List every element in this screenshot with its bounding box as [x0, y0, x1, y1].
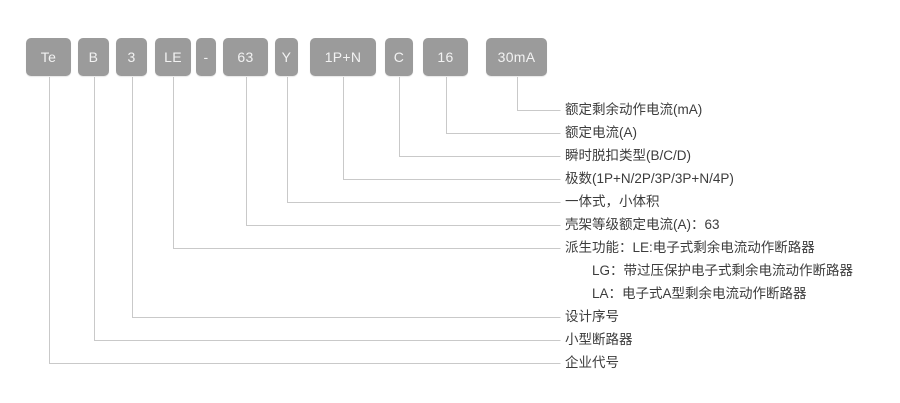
- label-rated-current-label: 额定电流(A): [565, 125, 637, 140]
- code-box-breaker-type: B: [78, 38, 109, 76]
- label-frame-current-label: 壳架等级额定电流(A)：63: [565, 217, 720, 232]
- label-poles-label: 极数(1P+N/2P/3P/3P+N/4P): [565, 171, 734, 186]
- code-box-poles: 1P+N: [310, 38, 376, 76]
- connector-line-enterprise-code: [49, 77, 561, 364]
- label-breaker-type-label: 小型断路器: [565, 332, 633, 347]
- connector-line-design-serial: [132, 77, 561, 318]
- connector-line-breaker-type: [94, 77, 561, 341]
- connector-line-integrated-small: [287, 77, 561, 203]
- connector-line-derived-function: [173, 77, 561, 249]
- label-design-serial-label: 设计序号: [565, 309, 619, 324]
- code-box-enterprise-code: Te: [26, 38, 71, 76]
- label-derived-function-label: 派生功能：LE:电子式剩余电流动作断路器: [565, 240, 815, 255]
- code-box-derived-function: LE: [155, 38, 191, 76]
- label-derived-function-lg: LG：带过压保护电子式剩余电流动作断路器: [592, 263, 854, 278]
- code-box-separator: -: [196, 38, 216, 76]
- connector-line-rated-current: [446, 77, 561, 134]
- code-box-design-serial: 3: [116, 38, 147, 76]
- label-derived-function-la: LA：电子式A型剩余电流动作断路器: [592, 286, 807, 301]
- connector-line-residual-current: [517, 77, 561, 111]
- label-trip-curve-label: 瞬时脱扣类型(B/C/D): [565, 148, 691, 163]
- code-box-trip-curve: C: [385, 38, 413, 76]
- label-enterprise-code-label: 企业代号: [565, 355, 619, 370]
- connector-line-poles: [343, 77, 561, 180]
- code-box-frame-rated-current: 63: [223, 38, 268, 76]
- connector-line-trip-curve: [399, 77, 561, 157]
- label-integrated-small-label: 一体式，小体积: [565, 194, 660, 209]
- label-residual-current-label: 额定剩余动作电流(mA): [565, 102, 703, 117]
- connector-line-frame-rated-current: [246, 77, 561, 226]
- code-box-residual-current: 30mA: [486, 38, 547, 76]
- code-box-rated-current: 16: [423, 38, 468, 76]
- code-box-integrated-small: Y: [275, 38, 298, 76]
